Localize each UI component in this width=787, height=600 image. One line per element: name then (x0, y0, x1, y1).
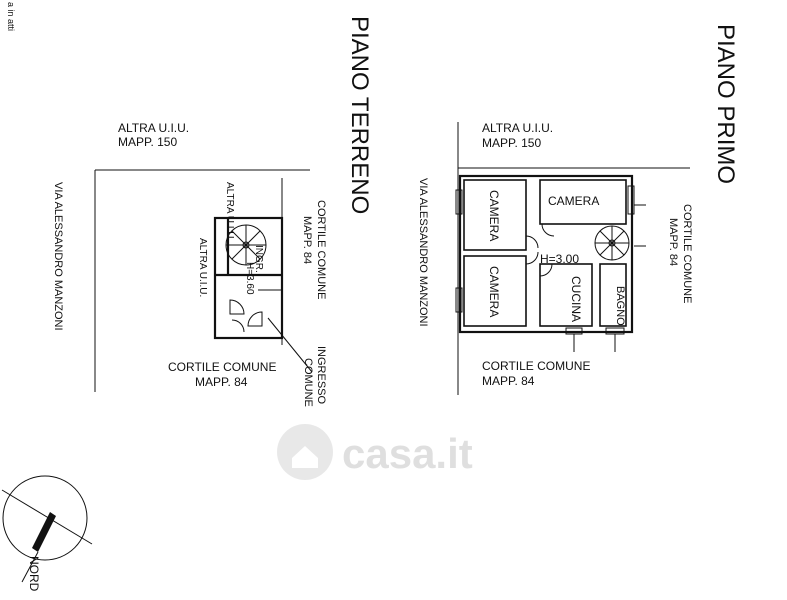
watermark: casa.it (277, 424, 473, 480)
first-room-cucina (539, 263, 593, 327)
ground-floor-title: PIANO TERRENO (346, 16, 373, 214)
compass-needle-icon (32, 512, 56, 552)
first-room-top-label: CAMERA (548, 194, 599, 208)
first-top-neighbor-mapp: MAPP. 150 (482, 136, 541, 150)
ground-stair-label: INGR. (253, 245, 264, 273)
first-top-neighbor: ALTRA U.I.U. (482, 121, 553, 135)
first-right-court-mapp: MAPP. 84 (667, 218, 679, 266)
ground-building-outline (213, 216, 284, 340)
watermark-logo-icon (277, 424, 333, 480)
first-room-camera-top (539, 179, 627, 225)
first-door-swing (539, 263, 553, 277)
first-right-court: CORTILE COMUNE (681, 204, 693, 303)
first-room-camera-left-top (463, 179, 527, 251)
first-spiral-stair (594, 225, 630, 261)
ground-entrance-leader (267, 317, 313, 373)
compass-label: NORD (27, 556, 41, 592)
ground-spiral-stair (225, 224, 267, 266)
first-window-marks (455, 185, 646, 352)
ground-bottom-court-mapp: MAPP. 84 (195, 375, 248, 389)
ground-inner-neighbor-short: ALTRA U.I.U. (224, 182, 235, 241)
ground-door-swing (229, 299, 245, 315)
first-bottom-court: CORTILE COMUNE (482, 359, 590, 373)
first-building-outline (458, 174, 634, 334)
ground-right-court-mapp: MAPP. 84 (301, 216, 313, 264)
first-bottom-court-mapp: MAPP. 84 (482, 374, 535, 388)
first-door-swing (525, 235, 539, 249)
first-bath-label: BAGNO (614, 286, 626, 326)
ground-entrance-line1: INGRESSO (315, 346, 327, 405)
compass-circle-icon (2, 475, 88, 561)
first-door-swing (525, 251, 539, 265)
ground-door-swing (247, 311, 263, 327)
watermark-text: casa.it (342, 430, 473, 477)
first-floor-plan: PIANO PRIMO ALTRA U.I.U. MAPP. 150 VIA A… (417, 24, 739, 395)
first-kitchen-label: CUCINA (569, 276, 583, 322)
ground-right-court: CORTILE COMUNE (315, 200, 327, 299)
first-room-camera-left-bottom (463, 255, 527, 327)
ground-height-label: H=3.60 (244, 262, 255, 295)
ground-bottom-court: CORTILE COMUNE (168, 360, 276, 374)
ground-top-neighbor: ALTRA U.I.U. (118, 121, 189, 135)
first-street-label: VIA ALESSANDRO MANZONI (417, 178, 429, 327)
first-height-label: H=3.00 (540, 252, 579, 266)
ground-top-neighbor-mapp: MAPP. 150 (118, 135, 177, 149)
first-room-bagno (599, 263, 627, 327)
north-compass: NORD (1, 475, 93, 592)
first-door-swing (541, 223, 555, 237)
ground-street-label: VIA ALESSANDRO MANZONI (52, 182, 64, 331)
first-room-left-top-label: CAMERA (487, 190, 501, 241)
corner-note: a in atti (6, 2, 16, 31)
first-room-left-bottom-label: CAMERA (487, 266, 501, 317)
first-floor-title: PIANO PRIMO (712, 24, 739, 184)
ground-floor-plan: PIANO TERRENO ALTRA U.I.U. MAPP. 150 VIA… (52, 16, 373, 407)
ground-entrance-line2: COMUNE (302, 358, 314, 407)
ground-inner-neighbor: ALTRA U.I.U. (197, 238, 208, 297)
ground-door-swing (231, 319, 245, 333)
